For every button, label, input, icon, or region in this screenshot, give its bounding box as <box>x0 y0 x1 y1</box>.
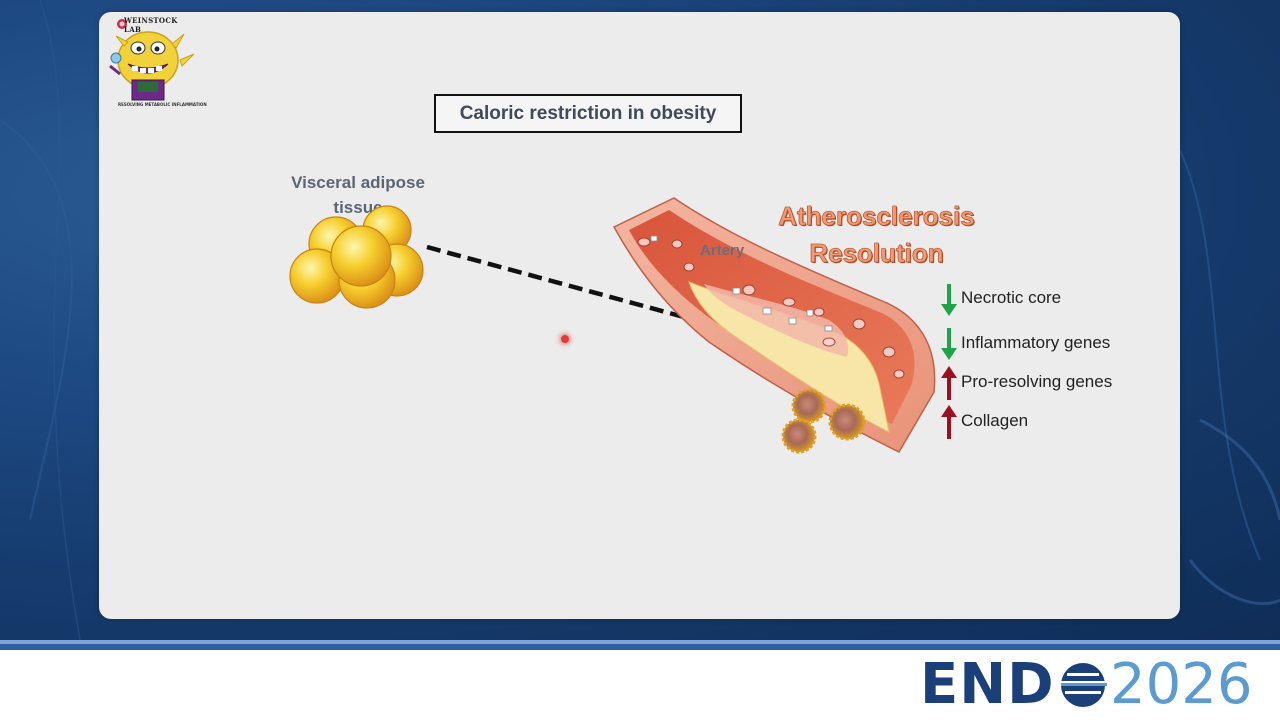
laser-pointer-dot <box>561 335 569 343</box>
footer: END 2026 <box>0 650 1280 720</box>
adipose-tissue-icon <box>289 205 424 309</box>
lab-logo-subtitle: RESOLVING METABOLIC INFLAMMATION <box>118 102 207 107</box>
background-texture <box>0 0 1280 640</box>
diagram-canvas <box>289 197 957 454</box>
up-arrow-icon <box>941 405 957 439</box>
globe-icon <box>1061 663 1107 707</box>
effect-item: Inflammatory genes <box>961 333 1110 353</box>
slide-title: Caloric restriction in obesity <box>434 94 742 133</box>
slide: WEINSTOCK LAB RESOLVING METABOLIC INFLAM… <box>99 12 1180 619</box>
effect-item: Collagen <box>961 411 1028 431</box>
endo-logo-text: END <box>920 652 1055 717</box>
lab-mascot-icon <box>109 19 195 101</box>
footer-accent-band <box>0 644 1280 650</box>
effect-label: Necrotic core <box>961 288 1062 307</box>
endo-logo: END 2026 <box>920 654 1270 716</box>
effect-label: Pro-resolving genes <box>961 372 1113 391</box>
effect-item: Necrotic core <box>961 288 1061 308</box>
footer-accent-line <box>0 640 1280 644</box>
atherosclerosis-resolution-title: Atherosclerosis Resolution <box>739 198 1014 272</box>
down-arrow-icon <box>941 328 957 360</box>
down-arrow-icon <box>941 284 957 316</box>
effect-label: Inflammatory genes <box>961 333 1111 352</box>
lab-logo: WEINSTOCK LAB RESOLVING METABOLIC INFLAM… <box>102 14 207 114</box>
endo-logo-year: 2026 <box>1110 652 1253 717</box>
artery-label: Artery <box>700 242 745 259</box>
effect-label: Collagen <box>961 411 1029 430</box>
lab-logo-title: WEINSTOCK LAB <box>124 16 178 34</box>
effect-item: Pro-resolving genes <box>961 372 1112 392</box>
atherosclerosis-title-line2: Resolution <box>809 238 944 269</box>
artery-icon <box>612 197 936 454</box>
atherosclerosis-title-line1: Atherosclerosis <box>778 201 975 232</box>
up-arrow-icon <box>941 366 957 400</box>
